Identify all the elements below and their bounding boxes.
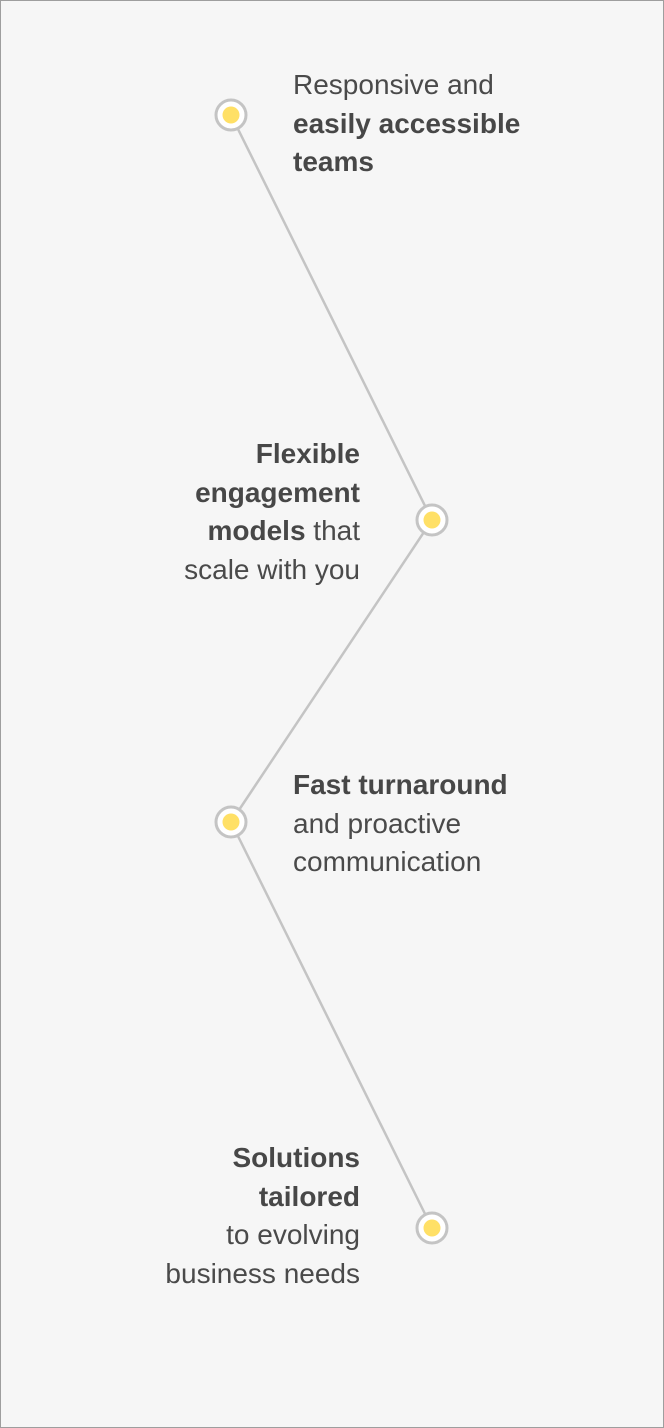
bold-text-segment: teams — [293, 146, 374, 177]
bold-text-segment: engagement — [195, 476, 360, 508]
bold-text-segment: easily accessible — [293, 107, 521, 139]
bold-text-segment: models — [207, 515, 306, 546]
bold-text-segment: Fast turnaround — [293, 769, 508, 800]
timeline-node-1 — [214, 98, 248, 132]
regular-text-segment: that — [305, 515, 360, 546]
timeline-zigzag-line — [229, 114, 434, 1229]
regular-text-segment: Responsive and — [293, 69, 494, 100]
regular-text-segment: and proactive — [293, 807, 462, 839]
node-dot — [222, 106, 240, 124]
regular-text-segment: to evolving — [226, 1219, 360, 1250]
timeline-node-4 — [415, 1211, 449, 1245]
timeline-node-3 — [214, 805, 248, 839]
node-dot — [222, 813, 240, 831]
bold-text-segment: Solutions — [232, 1142, 360, 1173]
timeline-node-2 — [415, 503, 449, 537]
feature-text-tailored-solutions: Solutions tailored to evolving business nee… — [165, 1139, 360, 1293]
feature-text-flexible-engagement: Flexible engagement models that scale with … — [184, 435, 360, 589]
feature-text-responsive-teams: Responsive and easily accessible teams — [293, 66, 520, 182]
node-dot — [423, 1219, 441, 1237]
feature-text-fast-turnaround: Fast turnaround and proactive communicatio… — [293, 766, 508, 882]
bold-text-segment: Flexible — [255, 438, 360, 469]
bold-text-segment: tailored — [258, 1180, 360, 1212]
regular-text-segment: communication — [293, 846, 482, 877]
node-dot — [423, 511, 441, 529]
regular-text-segment: scale with you — [184, 553, 360, 585]
regular-text-segment: business needs — [165, 1257, 360, 1289]
